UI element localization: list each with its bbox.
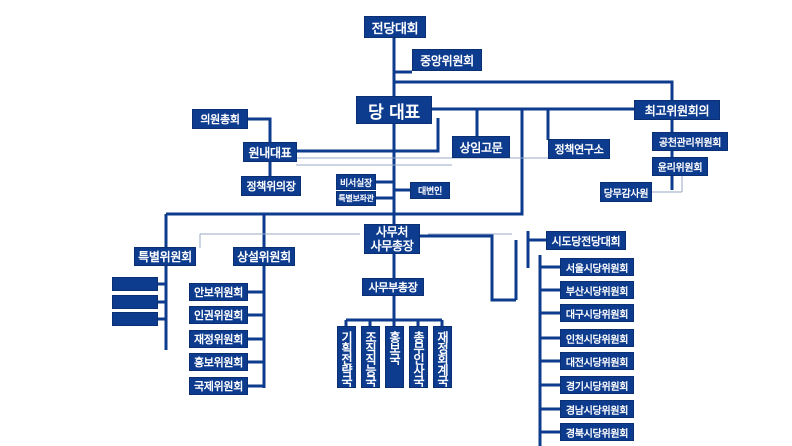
department-box: 기획전략국 [337, 326, 356, 388]
convention-box: 전당대회 [364, 16, 426, 38]
provincial-party-item: 서울시당위원회 [560, 258, 634, 276]
provincial-party-item: 경남시당위원회 [560, 400, 634, 418]
secretary-general-box: 사무총장 [364, 238, 420, 254]
spokesperson-box: 대변인 [410, 182, 450, 199]
standing-committee-item: 인권위원회 [189, 306, 248, 324]
party-leader-box: 당 대표 [356, 96, 432, 124]
standing-committee-item: 국제위원회 [189, 377, 248, 395]
provincial-party-item: 경기시당위원회 [560, 376, 634, 394]
central-committee-box: 중앙위원회 [412, 49, 482, 71]
special-committee-slot [112, 295, 158, 309]
special-committee-slot [112, 277, 158, 291]
special-committee-slot [112, 312, 158, 326]
provincial-party-item: 경북시당위원회 [560, 423, 634, 441]
standing-committee-item: 안보위원회 [189, 283, 248, 301]
provincial-party-item: 부산시당위원회 [560, 281, 634, 299]
policy-committee-chair-box: 정책위의장 [241, 176, 301, 196]
standing-committee-item: 재정위원회 [189, 330, 248, 348]
department-box: 재정회계국 [433, 326, 452, 388]
special-aide-box: 특별보좌관 [336, 191, 376, 206]
department-box: 총무인사국 [409, 326, 428, 388]
chief-of-staff-box: 비서실장 [336, 174, 376, 190]
supreme-council-box: 최고위원회의 [634, 100, 720, 120]
ethics-committee-box: 윤리위원회 [652, 157, 708, 176]
department-box: 홍보국 [385, 326, 404, 388]
provincial-party-item: 인천시당위원회 [560, 329, 634, 347]
audit-office-box: 당무감사원 [600, 182, 652, 202]
special-committee-box: 특별위원회 [134, 247, 196, 266]
provincial-council-box: 시도당전당대회 [546, 231, 626, 250]
general-assembly-box: 의원총회 [192, 109, 248, 129]
provincial-party-item: 대구시당위원회 [560, 304, 634, 322]
standing-committee-box: 상설위원회 [233, 247, 295, 266]
secretariat-box: 사무처 [364, 224, 420, 239]
nomination-committee-box: 공천관리위원회 [652, 132, 728, 151]
standing-adviser-box: 상임고문 [452, 136, 510, 158]
provincial-party-item: 대전시당위원회 [560, 352, 634, 370]
floor-leader-box: 원내대표 [243, 142, 297, 162]
policy-institute-box: 정책연구소 [548, 139, 610, 159]
standing-committee-item: 홍보위원회 [189, 353, 248, 371]
department-box: 조직직능국 [361, 326, 380, 388]
deputy-secretary-general-box: 사무부총장 [362, 278, 424, 296]
